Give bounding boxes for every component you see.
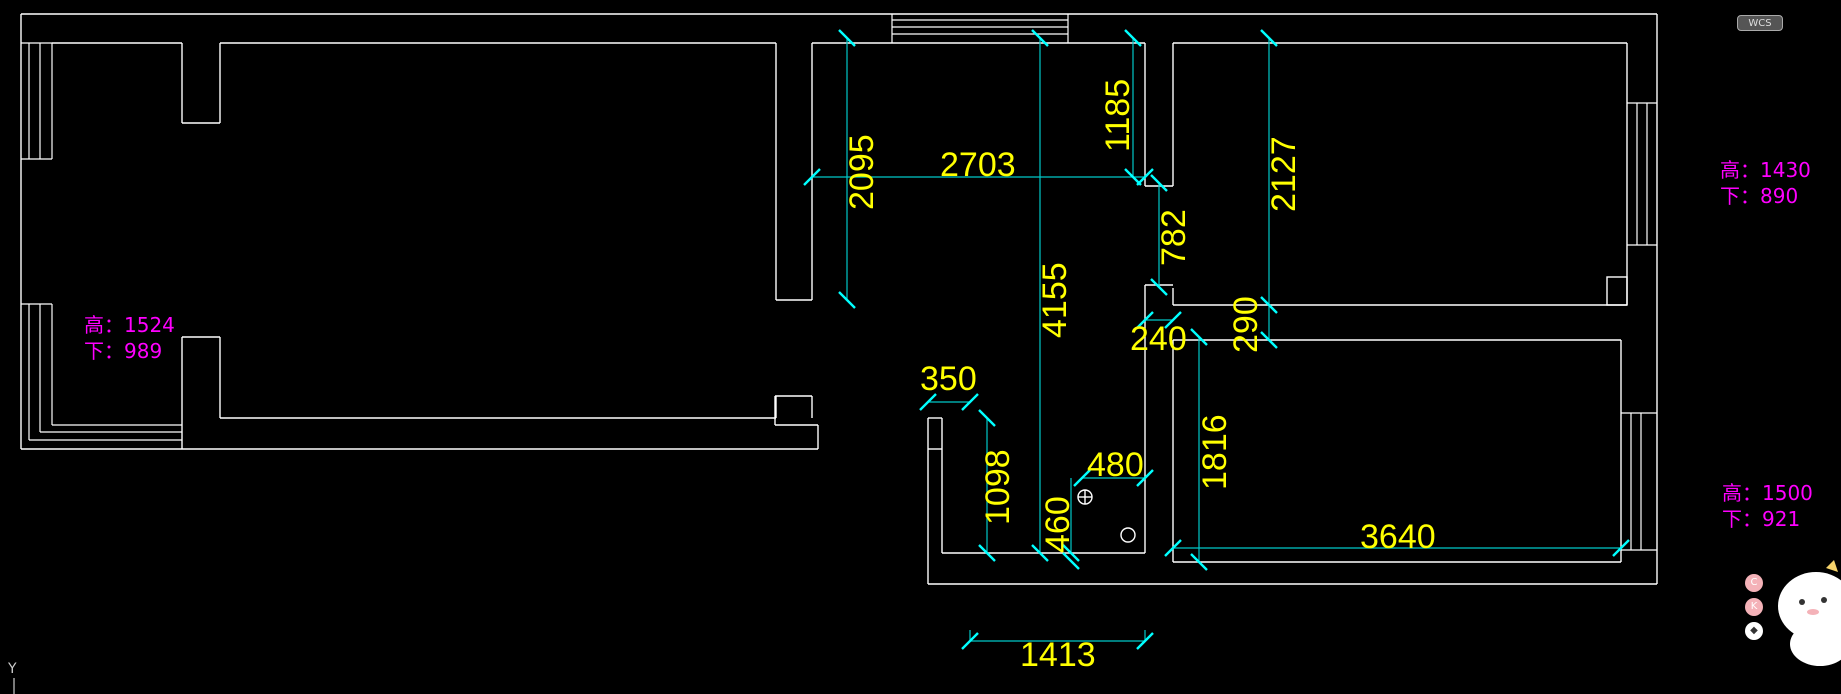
window-top-center	[891, 14, 1069, 43]
annotation-right-top: 高：1430 下：890	[1720, 157, 1811, 209]
wcs-button[interactable]: WCS	[1737, 15, 1783, 31]
widget-button-1-icon[interactable]: C	[1745, 574, 1763, 592]
dim-782: 782	[1155, 209, 1193, 266]
dim-480: 480	[1087, 446, 1144, 484]
widget-button-3-icon[interactable]: ◆	[1745, 622, 1763, 640]
dim-1185: 1185	[1099, 79, 1137, 152]
annotation-right-bottom-height: 高：1500	[1722, 481, 1813, 505]
window-right-bottom	[1621, 412, 1657, 551]
mascot-icon[interactable]	[1768, 556, 1841, 666]
dim-2703: 2703	[940, 146, 1016, 184]
dim-2127: 2127	[1265, 136, 1303, 212]
dimension-ticks	[803, 29, 1630, 650]
dim-460: 460	[1039, 496, 1077, 553]
dim-1816: 1816	[1196, 414, 1234, 490]
dim-2095: 2095	[843, 134, 881, 210]
y-axis-label: Y	[8, 661, 17, 677]
window-left-top	[21, 42, 53, 160]
dim-350: 350	[920, 360, 977, 398]
annotation-right-top-height: 高：1430	[1720, 158, 1811, 182]
window-right-top	[1627, 102, 1657, 246]
widget-button-2-icon[interactable]: K	[1745, 598, 1763, 616]
dim-3640: 3640	[1360, 518, 1436, 556]
annotation-right-bottom-lower: 下：921	[1722, 507, 1801, 531]
dim-290: 290	[1227, 296, 1265, 353]
dimension-labels: 2095 2703 1185 4155 2127 782 240 290 350…	[843, 79, 1436, 674]
dim-1413: 1413	[1020, 636, 1096, 674]
window-left-bottom	[21, 303, 182, 441]
annotation-left-height: 高：1524	[84, 313, 175, 337]
annotation-left: 高：1524 下：989	[84, 312, 175, 364]
annotation-left-lower: 下：989	[84, 339, 163, 363]
annotation-right-top-lower: 下：890	[1720, 184, 1799, 208]
dim-1098: 1098	[979, 449, 1017, 525]
annotation-right-bottom: 高：1500 下：921	[1722, 480, 1813, 532]
dim-4155: 4155	[1036, 262, 1074, 338]
walls	[20, 13, 1658, 585]
dim-240: 240	[1130, 320, 1187, 358]
dimension-lines	[812, 38, 1621, 642]
